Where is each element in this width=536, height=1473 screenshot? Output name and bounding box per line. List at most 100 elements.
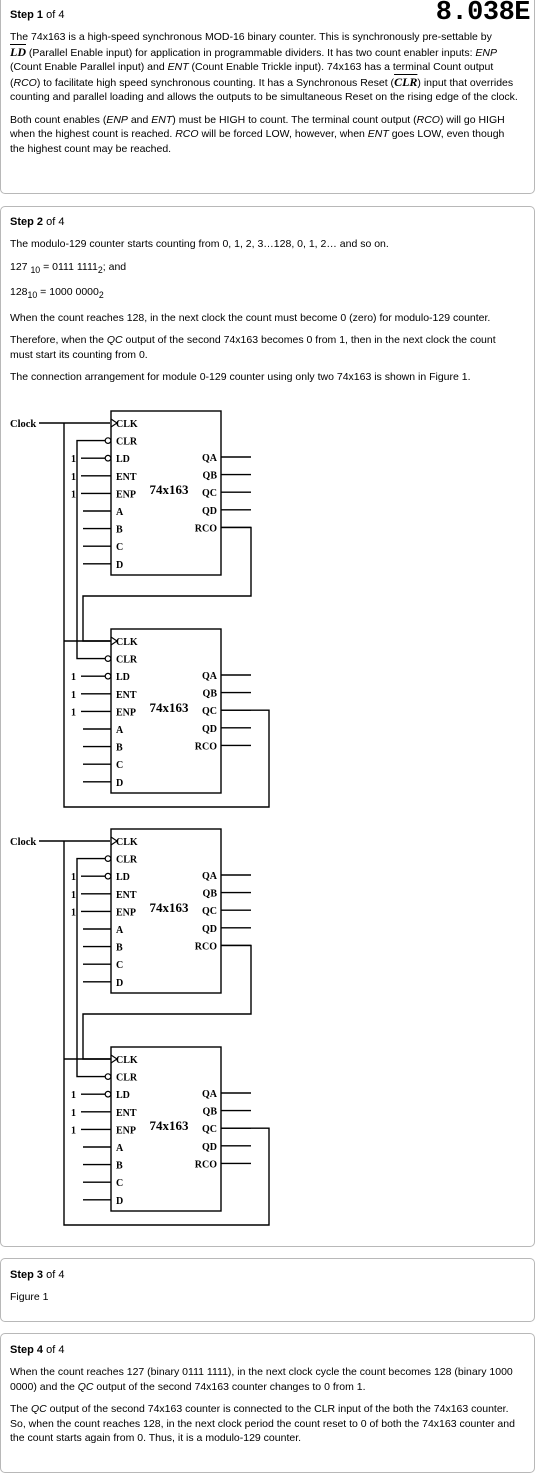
chip-label: 74x163 xyxy=(150,1118,190,1133)
pin-label-c: C xyxy=(116,1178,123,1189)
clock-label: Clock xyxy=(10,419,36,430)
clr-inversion-bubble xyxy=(104,855,112,863)
text: goes LOW, even though the highest count … xyxy=(10,128,505,155)
pin-label-rco: RCO xyxy=(195,1159,217,1170)
term-qc: QC xyxy=(106,334,123,347)
text: ) to facilitate high speed synchronous c… xyxy=(36,76,395,89)
step-1-content: Step 1 of 4 The 74x163 is a high-speed s… xyxy=(10,9,520,164)
logic-one-label: 1 xyxy=(71,472,76,483)
step-4-card: Step 4 of 4 When the count reaches 127 (… xyxy=(0,1333,535,1473)
pin-label-b: B xyxy=(116,943,123,954)
pin-label-qd: QD xyxy=(202,1142,217,1153)
pin-label-a: A xyxy=(116,1143,124,1154)
logic-one-label: 1 xyxy=(71,890,76,901)
step-of: of 4 xyxy=(46,9,65,21)
step-1-paragraph-2: Both count enables (ENP and ENT) must be… xyxy=(10,113,520,157)
text: ) must be HIGH to count. The terminal co… xyxy=(172,113,417,126)
term-ent: ENT xyxy=(167,61,189,73)
pin-label-clk: CLK xyxy=(116,1055,138,1066)
text: 128 xyxy=(10,286,28,299)
text: output of the second 74x163 counter is c… xyxy=(10,1403,515,1444)
counter-chip-3 xyxy=(110,828,222,994)
clr-inversion-bubble xyxy=(104,1073,112,1080)
step-of: of 4 xyxy=(46,216,65,228)
term-ent: ENT xyxy=(367,128,389,140)
term-qc: QC xyxy=(31,1403,47,1415)
term-rco: RCO xyxy=(13,76,37,89)
pin-label-qb: QB xyxy=(203,471,218,482)
pin-label-rco: RCO xyxy=(195,741,217,752)
pin-label-a: A xyxy=(116,725,124,736)
pin-label-d: D xyxy=(116,778,123,789)
counter-chip-4 xyxy=(110,1046,222,1212)
equation-127: 127 10 = 0111 11112; and xyxy=(10,260,520,278)
qc-feedback-wire xyxy=(63,1059,270,1226)
logic-one-label: 1 xyxy=(71,707,76,718)
step-number: 1 xyxy=(36,9,44,21)
pin-label-d: D xyxy=(116,560,123,571)
step-2-card: Step 2 of 4 The modulo-129 counter start… xyxy=(0,206,535,1247)
pin-label-a: A xyxy=(116,507,124,518)
logic-one-label: 1 xyxy=(71,672,76,683)
text: output of the second 74x163 becomes 0 fr… xyxy=(10,334,496,361)
step-of: of 4 xyxy=(46,1344,65,1356)
logic-one-label: 1 xyxy=(71,907,76,918)
text: 127 xyxy=(10,260,31,273)
pin-label-qc: QC xyxy=(202,706,217,717)
clr-bus-wire xyxy=(76,439,105,660)
step-2-content: Step 2 of 4 The modulo-129 counter start… xyxy=(10,216,520,393)
term-rco: RCO xyxy=(175,128,199,140)
ld-inversion-bubble xyxy=(104,672,112,680)
subscript: 10 xyxy=(27,290,38,301)
subscript: 2 xyxy=(98,290,104,301)
pin-label-d: D xyxy=(116,1196,123,1207)
clr-inversion-bubble xyxy=(104,437,112,444)
text: (Count Enable Parallel input) and xyxy=(10,61,168,73)
pin-label-clk: CLK xyxy=(116,419,138,430)
pin-label-b: B xyxy=(116,743,123,754)
clock-label: Clock xyxy=(10,837,36,848)
logic-one-label: 1 xyxy=(71,872,76,883)
text: ) will go HIGH when the highest count is… xyxy=(10,113,505,141)
step-1-card: 8.038E Step 1 of 4 The 74x163 is a high-… xyxy=(0,0,535,194)
pin-label-ent: ENT xyxy=(116,1108,137,1119)
step-3-content: Step 3 of 4 Figure 1 xyxy=(10,1269,520,1313)
pin-label-ent: ENT xyxy=(116,472,137,483)
ld-inversion-bubble xyxy=(104,1090,112,1098)
text: The 74x163 is a high-speed synchronous M… xyxy=(10,31,492,43)
pin-label-clr: CLR xyxy=(116,1073,138,1084)
pin-label-c: C xyxy=(116,960,123,971)
pin-label-ld: LD xyxy=(116,1090,130,1101)
step-4-paragraph-2: The QC output of the second 74x163 count… xyxy=(10,1402,520,1446)
pin-label-qa: QA xyxy=(202,453,218,464)
pin-label-qa: QA xyxy=(202,871,218,882)
figure-caption: Figure 1 xyxy=(10,1291,49,1303)
pin-label-ld: LD xyxy=(116,672,130,683)
text: will be forced LOW, however, when xyxy=(198,128,368,140)
logic-one-label: 1 xyxy=(71,1108,76,1119)
pin-label-clr: CLR xyxy=(116,655,138,666)
logic-one-label: 1 xyxy=(71,1125,76,1136)
clock-triangle xyxy=(110,836,118,846)
rco-cascade-wire xyxy=(82,526,252,642)
pin-label-qd: QD xyxy=(202,506,217,517)
subscript: 2 xyxy=(97,264,103,275)
pin-label-c: C xyxy=(116,760,123,771)
pin-label-b: B xyxy=(116,525,123,536)
pin-label-ld: LD xyxy=(116,454,130,465)
logic-one-label: 1 xyxy=(71,690,76,701)
clr-inversion-bubble xyxy=(104,655,112,663)
step-word: Step xyxy=(10,9,34,21)
clock-triangle xyxy=(110,1054,118,1064)
step-number: 2 xyxy=(36,216,44,228)
pin-label-qa: QA xyxy=(202,1089,218,1100)
logic-one-label: 1 xyxy=(71,489,76,500)
text: ) input that overrides counting and para… xyxy=(10,76,518,104)
pin-label-rco: RCO xyxy=(195,941,217,952)
text: When the count reaches 127 (binary 0111 … xyxy=(10,1366,513,1393)
step-4-content: Step 4 of 4 When the count reaches 127 (… xyxy=(10,1344,520,1454)
text: = 0111 1111 xyxy=(40,260,98,273)
term-qc: QC xyxy=(77,1380,94,1393)
step-1-header: Step 1 of 4 xyxy=(10,9,520,21)
pin-label-qd: QD xyxy=(202,924,217,935)
